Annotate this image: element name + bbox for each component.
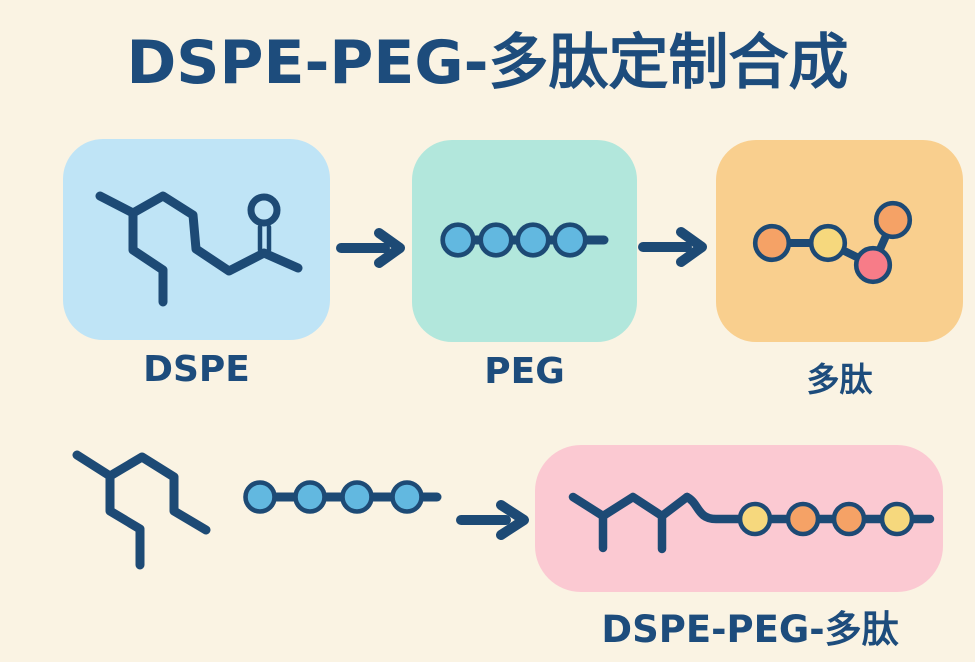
dspe-label: DSPE: [143, 349, 250, 390]
dspe-peg-peptide-conjugate-icon: [568, 492, 935, 554]
peg-chain-icon: [440, 222, 609, 258]
peg-label: PEG: [484, 351, 565, 392]
peptide-molecule-icon: [752, 200, 913, 285]
arrow-right-icon: [638, 227, 707, 267]
arrow-right-icon: [456, 500, 529, 540]
page-title: DSPE-PEG-多肽定制合成: [126, 28, 849, 98]
peg-chain-icon: [243, 480, 442, 514]
dspe-molecule-icon: [72, 450, 211, 570]
product-label: DSPE-PEG-多肽: [601, 608, 899, 651]
dspe-molecule-icon: [95, 191, 303, 307]
peptide-label: 多肽: [806, 360, 873, 399]
arrow-right-icon: [336, 228, 405, 268]
